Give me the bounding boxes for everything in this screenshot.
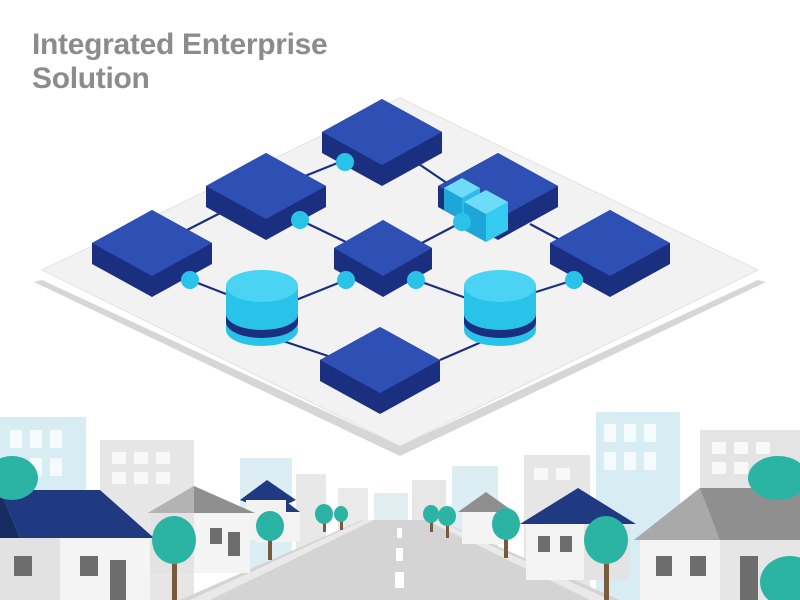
database-left <box>226 270 298 346</box>
houses-right <box>423 456 800 600</box>
node-left <box>92 210 212 297</box>
port-dot <box>407 271 425 289</box>
tree <box>315 504 333 532</box>
tree <box>423 505 439 532</box>
cube-stack <box>444 178 508 242</box>
tree <box>152 516 196 600</box>
house <box>0 490 154 600</box>
tree <box>256 511 284 560</box>
title-line-1: Integrated Enterprise <box>32 28 328 61</box>
tree <box>334 506 348 530</box>
port-dot <box>336 153 354 171</box>
tree <box>492 508 520 558</box>
node-bottom <box>320 327 440 414</box>
port-dot <box>291 211 309 229</box>
tree <box>0 456 38 500</box>
tree <box>760 556 800 600</box>
connection-ports <box>181 153 583 289</box>
tree <box>438 506 456 538</box>
tree <box>748 456 800 500</box>
port-dot <box>181 271 199 289</box>
page-title: Integrated Enterprise Solution <box>32 28 328 96</box>
port-dot <box>565 271 583 289</box>
tree <box>584 516 628 600</box>
network-nodes <box>92 99 670 414</box>
title-line-2: Solution <box>32 62 150 95</box>
road-lane-markings <box>395 528 404 588</box>
database-right <box>464 270 536 346</box>
port-dot <box>453 213 471 231</box>
houses-left <box>0 456 348 600</box>
port-dot <box>337 271 355 289</box>
